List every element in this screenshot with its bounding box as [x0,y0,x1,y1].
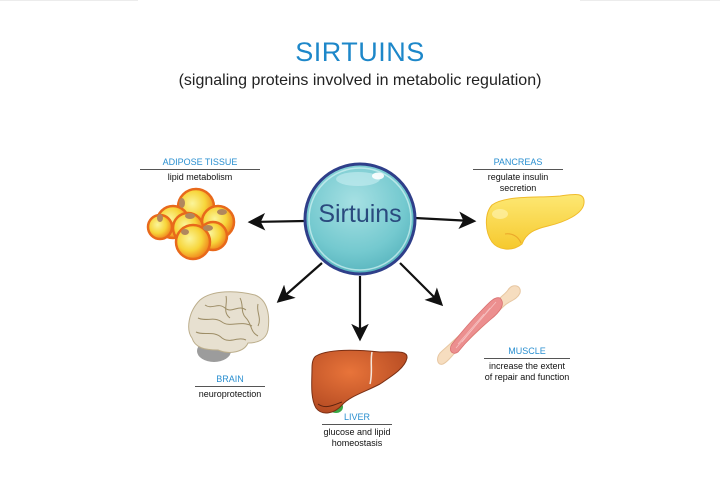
sphere-icon [303,162,417,276]
organ-name: BRAIN [195,374,265,387]
label-pancreas: PANCREAS regulate insulin secretion [473,157,563,194]
pancreas-icon [485,193,585,250]
label-adipose: ADIPOSE TISSUE lipid metabolism [140,157,260,183]
top-border-left [0,0,138,1]
arrow-to-adipose [247,212,306,231]
fat-cells-icon [146,187,236,261]
organ-function-line-1: increase the extent [488,361,566,371]
label-muscle: MUSCLE increase the extent of repair and… [472,346,582,383]
organ-function-line-1: glucose and lipid [323,427,391,437]
muscle-icon [437,285,521,365]
organ-name: ADIPOSE TISSUE [140,157,260,170]
top-border-right [580,0,720,1]
diagram-title: SIRTUINS [295,37,425,67]
organ-name: LIVER [322,412,392,425]
arrow-to-muscle [399,262,444,307]
organ-function: lipid metabolism [167,172,233,182]
organ-function-line-1: regulate insulin [487,172,549,182]
liver-icon [311,349,408,414]
label-brain: BRAIN neuroprotection [195,374,265,400]
organ-function-line-2: of repair and function [484,372,570,382]
organ-function: neuroprotection [198,389,262,399]
organ-name: PANCREAS [473,157,563,170]
organ-name: MUSCLE [484,346,570,359]
label-liver: LIVER glucose and lipid homeostasis [322,412,392,449]
organ-function-line-2: homeostasis [331,438,383,448]
diagram-subtitle: (signaling proteins involved in metaboli… [178,72,542,89]
brain-icon [188,291,270,362]
organ-function-line-2: secretion [499,183,537,193]
arrow-to-pancreas [414,211,477,230]
arrow-to-brain [276,262,323,303]
arrows [247,211,477,342]
hub-label: Sirtuins [318,200,402,228]
